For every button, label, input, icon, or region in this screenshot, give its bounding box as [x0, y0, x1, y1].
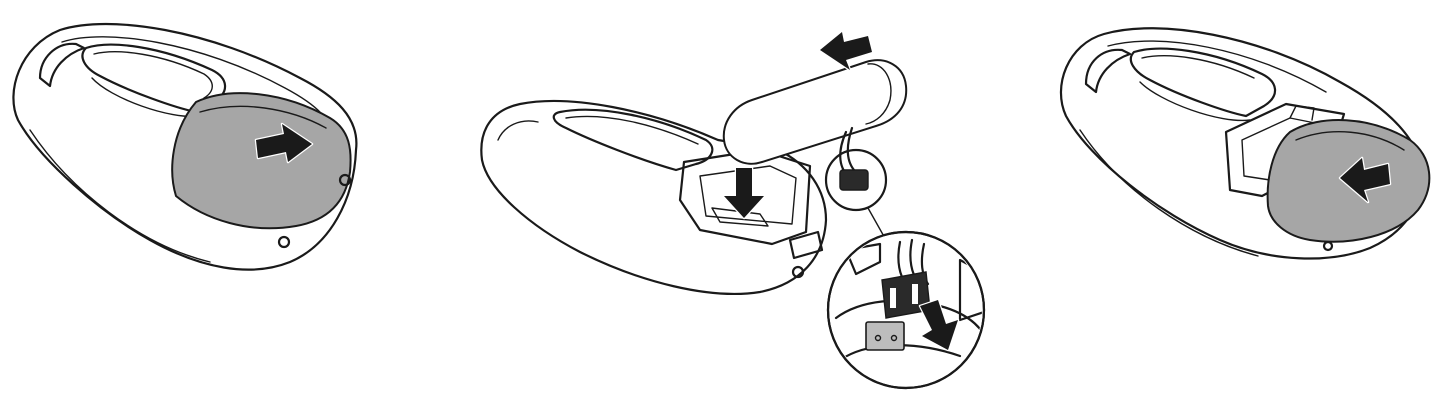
arrow-left-icon [818, 30, 874, 72]
step-1-device [12, 22, 358, 271]
magnifier-callout [826, 230, 986, 390]
arrow-right-icon [254, 122, 314, 164]
step-2-device [480, 59, 908, 295]
step-3-device [1059, 27, 1431, 260]
arrow-left-icon [1338, 156, 1392, 204]
arrow-down-icon [918, 298, 960, 352]
connector-highlight-circle [824, 148, 888, 241]
arrow-down-icon [722, 166, 766, 220]
